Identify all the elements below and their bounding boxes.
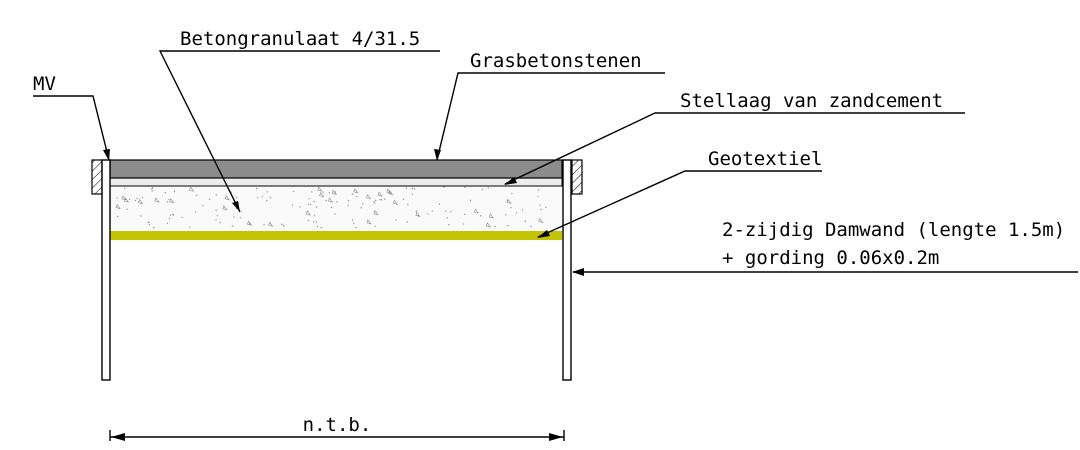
- leader-mv: [33, 95, 110, 161]
- label-damwand-line2: + gording 0.06x0.2m: [722, 247, 939, 269]
- arrowhead-stellaag: [504, 177, 517, 185]
- dimension-arrow-right: [549, 433, 563, 441]
- label-ntb: n.t.b.: [303, 414, 372, 436]
- arrowhead-damwand: [572, 268, 584, 276]
- leader-geotextiel: [537, 170, 822, 238]
- label-betongranulaat: Betongranulaat 4/31.5: [180, 28, 420, 50]
- gording-left: [91, 159, 103, 195]
- arrowhead-betongranulaat: [232, 201, 240, 212]
- damwand-left: [101, 159, 111, 381]
- damwand-right: [562, 159, 572, 381]
- arrowhead-geotextiel: [537, 230, 550, 238]
- grasbetonstenen-layer: [109, 159, 563, 179]
- label-grasbetonstenen: Grasbetonstenen: [470, 50, 642, 72]
- geotextiel-layer: [110, 231, 562, 240]
- leader-betongranulaat: [158, 50, 440, 213]
- betongranulaat-layer: [110, 186, 562, 230]
- dimension-arrow-left: [111, 433, 125, 441]
- label-stellaag: Stellaag van zandcement: [680, 90, 943, 112]
- leader-stellaag: [504, 112, 965, 185]
- arrowhead-mv: [103, 149, 110, 161]
- stellaag-layer: [109, 177, 563, 187]
- leader-grasbetonstenen: [436, 72, 665, 161]
- label-damwand-line1: 2-zijdig Damwand (lengte 1.5m): [722, 219, 1065, 241]
- label-geotextiel: Geotextiel: [708, 148, 822, 170]
- gording-right: [571, 159, 583, 195]
- label-mv: MV: [33, 73, 56, 95]
- arrowhead-grasbetonstenen: [434, 149, 441, 161]
